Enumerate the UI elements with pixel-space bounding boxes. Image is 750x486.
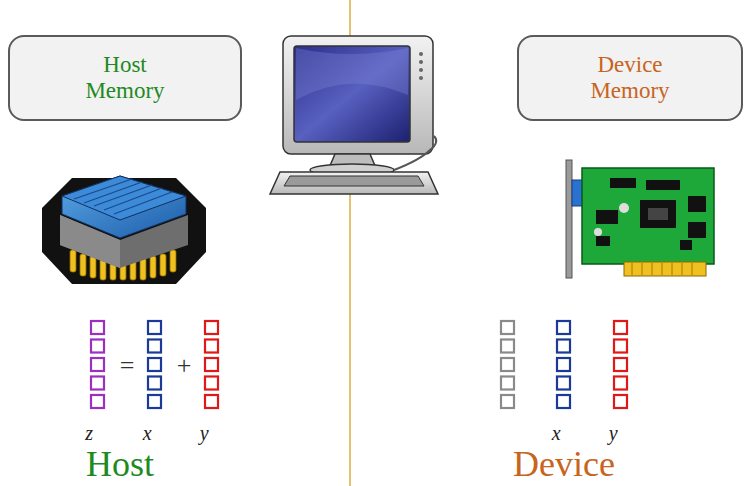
gpu-card-icon [566, 160, 714, 278]
vector-name: y⃗ [609, 423, 633, 443]
memory-label: Device Memory [574, 52, 686, 105]
plus-sign: + [177, 353, 192, 379]
vector-name: x⃗ [552, 423, 576, 443]
vector-name: x⃗ [143, 423, 167, 443]
cpu-chip-icon [42, 176, 206, 284]
equals-sign: = [120, 353, 135, 379]
vector-name: z⃗ [85, 423, 108, 443]
side-title: Host [86, 446, 154, 482]
memory-box: Host Memory [8, 35, 242, 121]
side-title: Device [513, 446, 615, 482]
memory-box: Device Memory [517, 35, 743, 121]
vector-stacks [91, 321, 627, 408]
vector-name: y⃗ [200, 423, 224, 443]
memory-label: Host Memory [69, 52, 181, 105]
computer-icon [270, 36, 438, 194]
